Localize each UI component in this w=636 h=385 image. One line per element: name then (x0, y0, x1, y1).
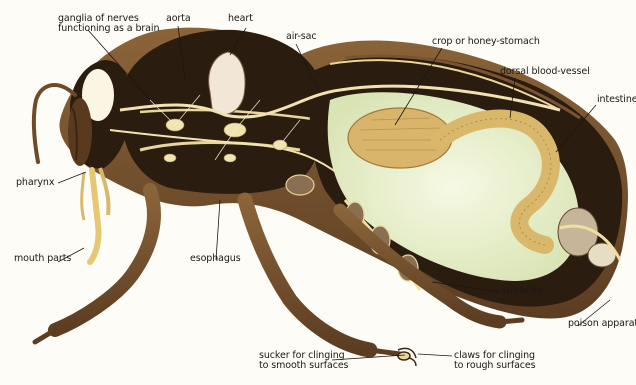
compound-eye (68, 98, 92, 166)
intestine-label: intestine (597, 95, 636, 105)
aorta-label: aorta (166, 14, 191, 24)
esophagus-label: esophagus (190, 254, 241, 264)
pharynx-label: pharynx (16, 178, 54, 188)
crop-label: crop or honey-stomach (432, 37, 540, 47)
mouth-parts-label: mouth parts (14, 254, 71, 264)
poison-apparatus-label: poison apparat (568, 319, 636, 329)
air-sac-label: air-sac (286, 32, 316, 42)
foot-claws (398, 348, 416, 366)
claws-label: claws for clinging to rough surfaces (454, 351, 536, 371)
mouth-parts-organ (82, 168, 109, 262)
heart-label: heart (228, 14, 253, 24)
spiracles-label: spiracles (502, 286, 543, 296)
ganglia-label: ganglia of nerves functioning as a brain (58, 14, 159, 34)
sucker-label: sucker for clinging to smooth surfaces (259, 351, 348, 371)
heart-organ (209, 52, 245, 114)
dorsal-vessel-label: dorsal blood-vessel (500, 67, 590, 77)
